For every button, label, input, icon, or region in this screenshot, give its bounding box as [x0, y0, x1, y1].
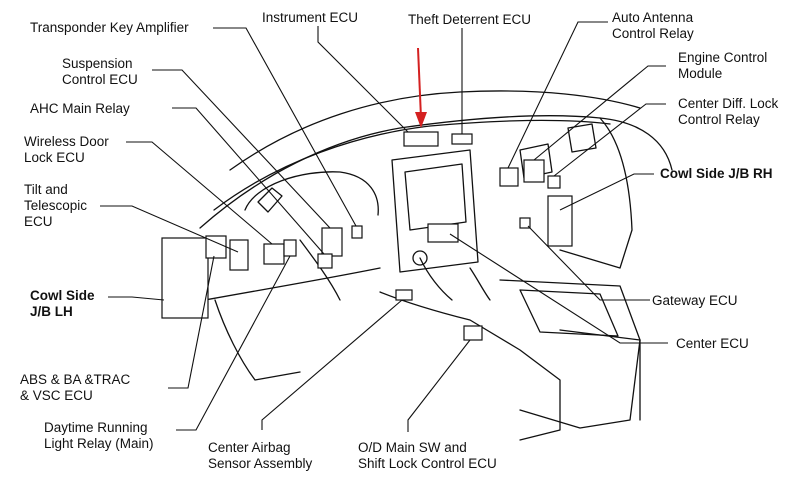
label-engine-control-module: Engine Control Module: [678, 50, 768, 81]
leader-center-diff: [553, 103, 666, 177]
leader-cowl-rh: [559, 173, 654, 211]
console-rear-panel: [559, 329, 641, 421]
label-center-ecu: Center ECU: [676, 336, 749, 351]
leader-transponder: [213, 27, 357, 227]
label-theft-deterrent-ecu: Theft Deterrent ECU: [408, 12, 532, 27]
transfer-lever: [469, 267, 491, 301]
label-suspension-control-ecu: Suspension Control ECU: [62, 56, 138, 87]
center-stack: [391, 149, 479, 273]
tilt-telescopic-box: [229, 239, 249, 271]
left-vent: [257, 187, 283, 213]
label-center-airbag-sensor-assembly: Center Airbag Sensor Assembly: [208, 440, 313, 471]
console-box: [499, 279, 641, 429]
dashboard-top-outline: [199, 114, 673, 229]
label-gateway-ecu: Gateway ECU: [652, 293, 738, 308]
dashboard-upper-edge: [213, 119, 611, 211]
shift-lever: [419, 257, 453, 301]
leader-center-ecu: [449, 233, 668, 344]
leader-od-shift: [407, 339, 471, 432]
steering-column: [299, 239, 341, 301]
leader-cowl-lh: [108, 296, 165, 301]
label-abs-ba-trac-vsc-ecu: ABS & BA &TRAC & VSC ECU: [20, 372, 131, 403]
label-tilt-telescopic-ecu: Tilt and Telescopic ECU: [24, 182, 88, 229]
lower-left-dash: [214, 299, 301, 381]
leader-tilt: [100, 205, 239, 253]
label-ahc-main-relay: AHC Main Relay: [30, 101, 130, 116]
leader-auto-antenna: [507, 21, 608, 169]
label-cowl-side-jb-lh: Cowl Side J/B LH: [30, 288, 95, 319]
label-auto-antenna-control-relay: Auto Antenna Control Relay: [612, 10, 694, 41]
leader-engine-control: [533, 65, 666, 161]
label-od-main-sw-shift-lock-ecu: O/D Main SW and Shift Lock Control ECU: [358, 440, 497, 471]
label-instrument-ecu: Instrument ECU: [262, 10, 359, 25]
auto-antenna-relay-box: [499, 167, 519, 187]
suspension-ecu-box: [321, 227, 343, 257]
leader-drl: [176, 255, 291, 431]
windshield-line: [229, 90, 641, 171]
leader-wireless-door: [126, 141, 273, 245]
cowl-side-jb-lh-box: [161, 237, 209, 319]
label-daytime-running-light-relay: Daytime Running Light Relay (Main): [44, 420, 154, 451]
red-arrow: [415, 47, 427, 128]
leader-airbag: [261, 299, 403, 430]
label-cowl-side-jb-rh: Cowl Side J/B RH: [660, 166, 773, 181]
center-display: [404, 163, 467, 231]
right-pillar: [559, 117, 633, 269]
gateway-ecu-box: [519, 217, 531, 229]
dashboard-lower-edge: [204, 267, 381, 301]
leader-gateway: [527, 225, 650, 301]
right-vent-outer: [567, 123, 597, 153]
console-base: [379, 291, 561, 441]
console-box-lid: [519, 289, 619, 337]
center-diff-relay-box: [547, 175, 561, 189]
leader-suspension: [152, 69, 331, 229]
leader-abs: [168, 255, 215, 389]
transponder-amp-box: [351, 225, 363, 239]
cowl-side-jb-rh-box: [547, 195, 573, 247]
right-vent-center: [519, 143, 553, 179]
label-transponder-key-amplifier: Transponder Key Amplifier: [30, 20, 189, 35]
engine-control-module-box: [523, 159, 545, 183]
wireless-door-lock-box: [263, 243, 285, 265]
label-wireless-door-lock-ecu: Wireless Door Lock ECU: [24, 134, 109, 165]
center-ecu-box: [427, 223, 459, 243]
instrument-binnacle: [244, 171, 379, 216]
label-center-diff-lock-control-relay: Center Diff. Lock Control Relay: [678, 96, 779, 127]
drl-relay-box: [283, 239, 297, 257]
od-shift-lock-box: [463, 325, 483, 341]
leader-ahc: [172, 107, 325, 255]
leader-instrument-ecu: [317, 26, 409, 133]
ahc-relay-box: [317, 253, 333, 269]
center-airbag-box: [395, 289, 413, 301]
instrument-ecu-box: [403, 131, 439, 147]
shift-knob: [412, 250, 428, 266]
theft-deterrent-ecu-box: [451, 133, 473, 145]
